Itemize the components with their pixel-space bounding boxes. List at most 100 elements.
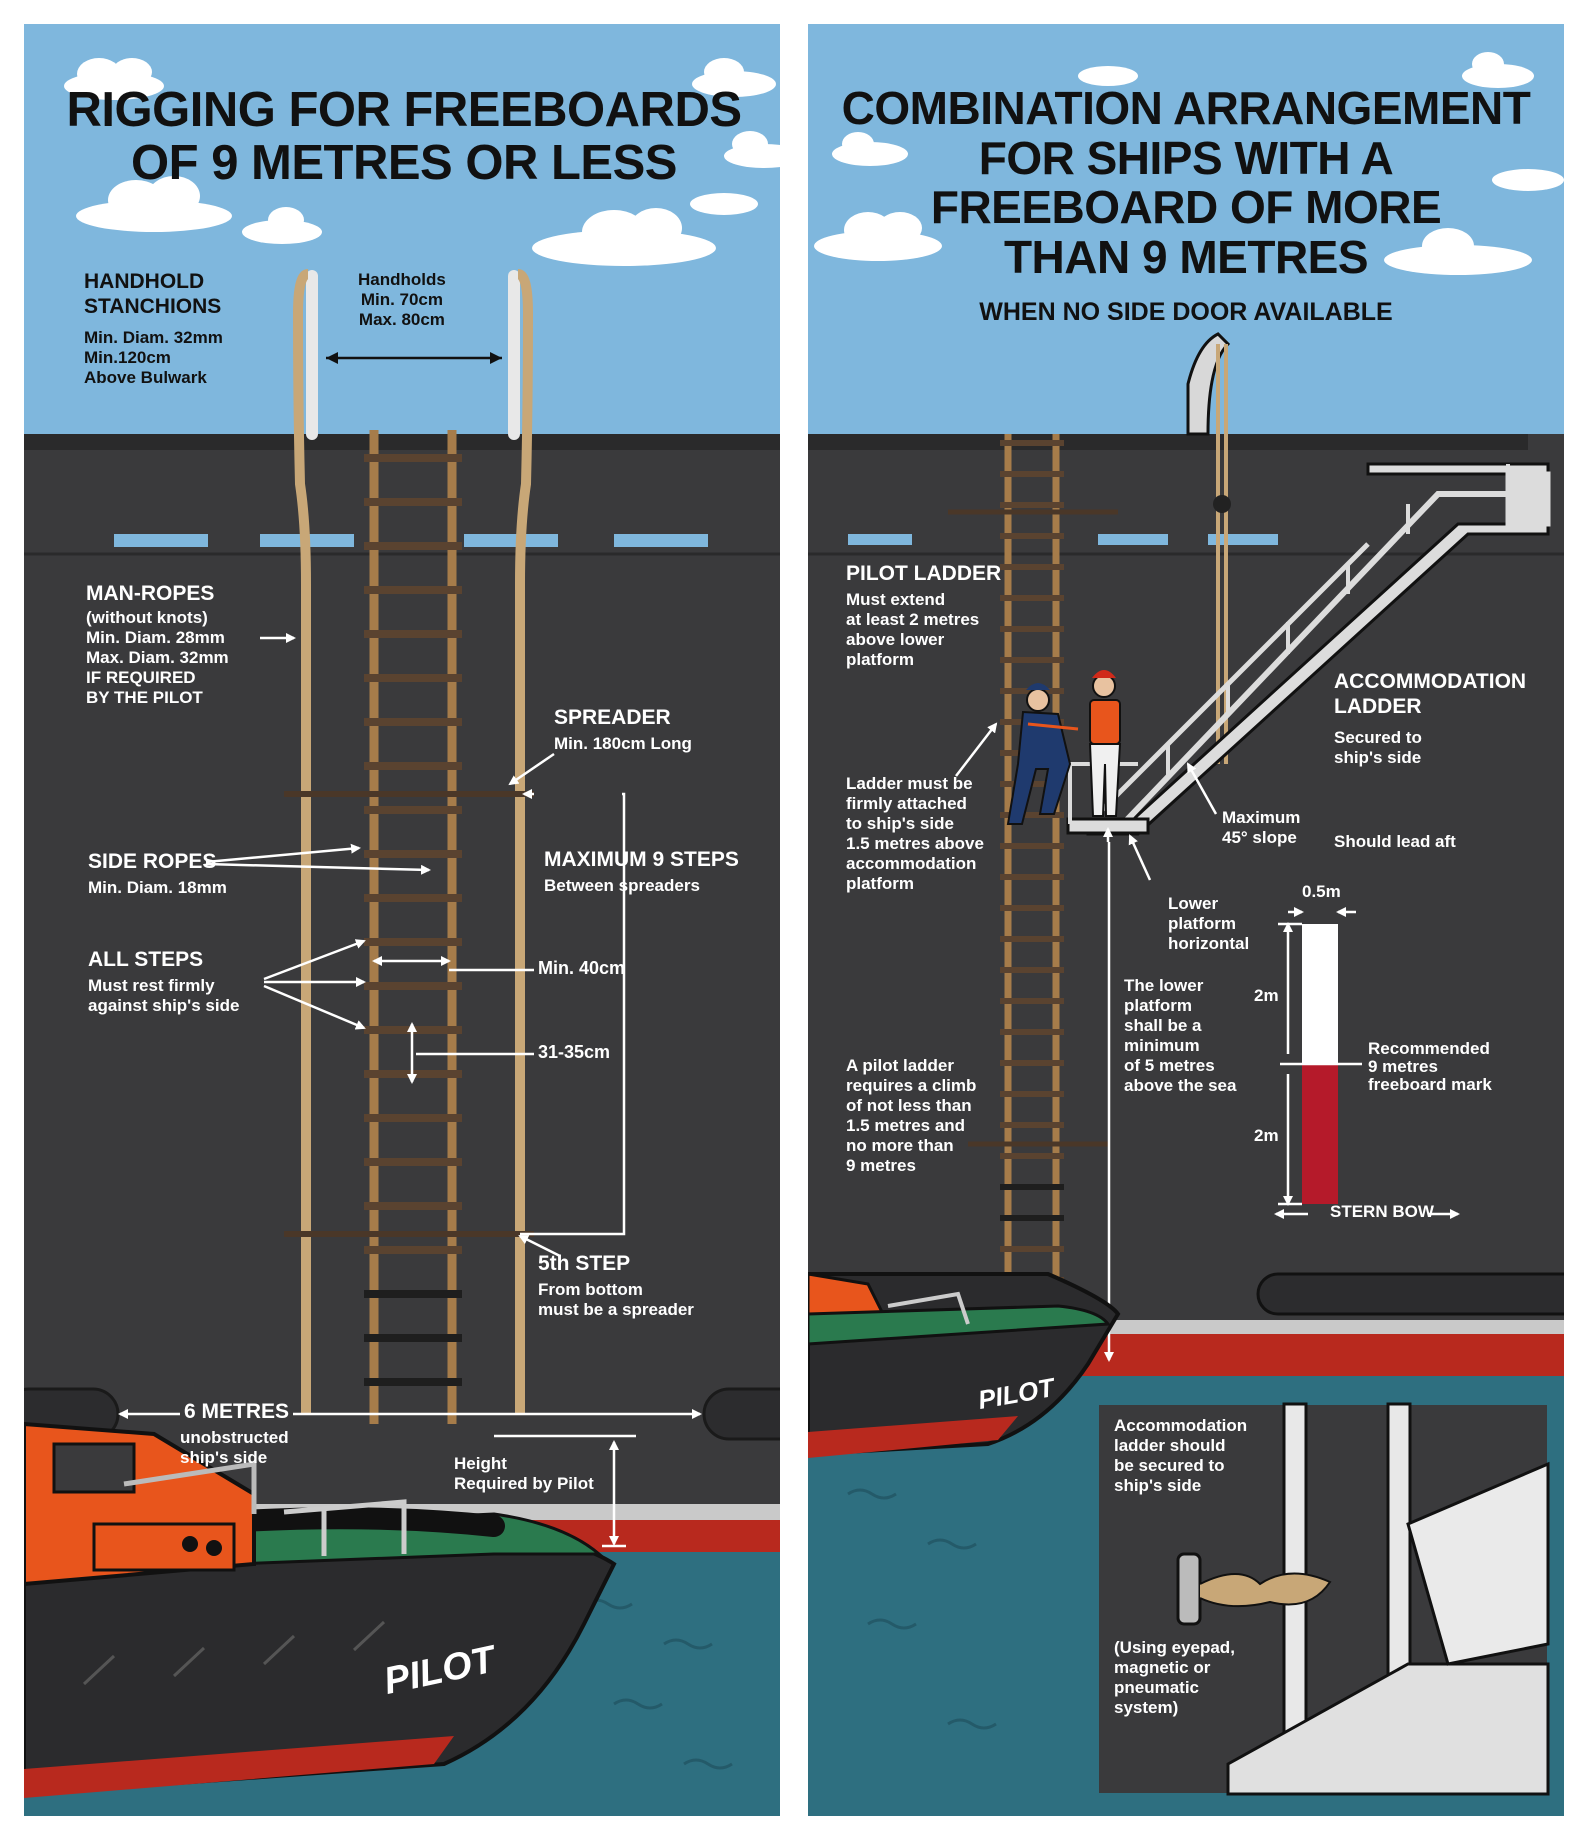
ladder-step — [364, 1290, 462, 1298]
ladder-step — [364, 454, 462, 462]
right-panel-combination-arrangement: PILOT COMBINATION ARRANGEMENT FOR SHIPS … — [808, 24, 1564, 1816]
pilot-ladder-step — [1000, 998, 1064, 1004]
ladder-step — [364, 1202, 462, 1210]
pilot-ladder-step — [1000, 626, 1064, 632]
ladder-step — [364, 498, 462, 506]
pilot-ladder-step — [1000, 502, 1064, 508]
pilot-ladder-heading: PILOT LADDER — [846, 562, 1002, 585]
ladder-step — [364, 1334, 462, 1342]
ladder-step — [364, 762, 462, 770]
clouds — [814, 52, 1564, 275]
fender — [1256, 1272, 1564, 1316]
handhold-stanchions-heading: HANDHOLD STANCHIONS — [84, 270, 222, 318]
fifth-step-detail: From bottom must be a spreader — [538, 1280, 694, 1320]
pilot-ladder-step — [1000, 657, 1064, 663]
pilot-ladder-step — [1000, 471, 1064, 477]
pilot-ladder-step — [1000, 936, 1064, 942]
man-ropes — [292, 269, 534, 1414]
right-subtitle: WHEN NO SIDE DOOR AVAILABLE — [979, 298, 1393, 326]
climb-requirement-note: A pilot ladder requires a climb of not l… — [846, 1056, 977, 1176]
inset-eyepad-detail — [1097, 1402, 1550, 1796]
pilot-ladder-step — [1000, 1184, 1064, 1190]
ladder-step — [364, 674, 462, 682]
freeboard-mark — [1302, 924, 1338, 1204]
ladder-side-ropes — [369, 430, 457, 1424]
pilot-ladder-step — [1000, 1091, 1064, 1097]
accommodation-ladder-heading: ACCOMMODATION LADDER — [1334, 670, 1527, 718]
inset-text: Accommodation ladder should be secured t… — [1114, 1416, 1248, 1496]
clouds — [64, 58, 780, 266]
pilot-ladder-steps — [1000, 440, 1064, 1283]
left-panel-freeboard-9m-or-less: PILOT RIGGING FOR FREEBOARDS OF 9 METRES… — [24, 24, 780, 1816]
all-steps-detail: Must rest firmly against ship's side — [88, 976, 240, 1016]
maximum-steps-heading: MAXIMUM 9 STEPS — [544, 848, 739, 871]
lower-platform-height-note: The lower platform shall be a minimum of… — [1124, 976, 1237, 1096]
ladder-step — [364, 1246, 462, 1254]
height-required-label: Height Required by Pilot — [454, 1454, 594, 1494]
ladder-step — [364, 1114, 462, 1122]
pilot-ladder-step — [1000, 1246, 1064, 1252]
pilot-ladder-step — [1000, 874, 1064, 880]
ladder-step — [364, 586, 462, 594]
pilot-ladder-step — [1000, 1215, 1064, 1221]
maximum-slope-label: Maximum 45° slope — [1222, 808, 1301, 848]
spreaders — [284, 791, 534, 1237]
pilot-ladder-detail: Must extend at least 2 metres above lowe… — [846, 590, 980, 670]
pilot-ladder-step — [1000, 533, 1064, 539]
ladder-step — [364, 850, 462, 858]
pilot-ladder-step — [1000, 595, 1064, 601]
pilot-ladder-step — [1000, 905, 1064, 911]
handhold-stanchions — [306, 270, 520, 440]
six-metres-heading: 6 METRES — [180, 1400, 294, 1425]
pilot-boat — [24, 1421, 617, 1798]
man-ropes-heading: MAN-ROPES — [86, 582, 215, 605]
step-spacing-label: 31-35cm — [538, 1042, 611, 1062]
pilot-ladder-step — [1000, 1060, 1064, 1066]
pilot-ladder-step — [1000, 440, 1064, 446]
right-panel-illustration: PILOT — [808, 24, 1564, 1816]
handhold-stanchions-detail: Min. Diam. 32mm Min.120cm Above Bulwark — [84, 328, 223, 388]
handholds-dimension: Handholds Min. 70cm Max. 80cm — [358, 270, 446, 330]
spreader-detail: Min. 180cm Long — [554, 734, 692, 753]
all-steps-heading: ALL STEPS — [88, 948, 204, 971]
lower-platform-label: Lower platform horizontal — [1168, 894, 1250, 954]
ladder-step — [364, 982, 462, 990]
min-40cm-label: Min. 40cm — [538, 958, 626, 978]
spreader-heading: SPREADER — [554, 706, 671, 729]
man-ropes-detail: (without knots) Min. Diam. 28mm Max. Dia… — [86, 608, 229, 708]
pilot-ladder-step — [1000, 1122, 1064, 1128]
ladder-step — [364, 806, 462, 814]
firmly-attached-note: Ladder must be firmly attached to ship's… — [846, 774, 984, 894]
stern-bow-label: STERN BOW — [1330, 1202, 1434, 1221]
ladder-step — [364, 718, 462, 726]
ladder-step — [364, 894, 462, 902]
pilot-climber — [1006, 683, 1079, 825]
side-ropes-detail: Min. Diam. 18mm — [88, 878, 227, 897]
pilot-ladder-step — [1000, 843, 1064, 849]
left-title: RIGGING FOR FREEBOARDS OF 9 METRES OR LE… — [66, 83, 742, 190]
hull-windows — [848, 534, 1278, 545]
ladder-step — [364, 1158, 462, 1166]
pilot-ladder-step — [1000, 1153, 1064, 1159]
pilot-boat — [808, 1272, 1121, 1458]
inset-note: (Using eyepad, magnetic or pneumatic sys… — [1114, 1638, 1235, 1718]
pilot-ladder-step — [1000, 564, 1064, 570]
side-ropes-heading: SIDE ROPES — [88, 850, 217, 873]
two-metre-upper-label: 2m — [1254, 986, 1279, 1005]
ladder-step — [364, 1378, 462, 1386]
maximum-steps-detail: Between spreaders — [544, 876, 700, 895]
recommended-mark-label: Recommended 9 metres freeboard mark — [1368, 1039, 1492, 1094]
fender-right — [702, 1387, 780, 1441]
pilot-ladder-step — [1000, 967, 1064, 973]
ship-hull — [808, 434, 1564, 1334]
ladder-step — [364, 630, 462, 638]
pilot-ladder-step — [1000, 812, 1064, 818]
right-title: COMBINATION ARRANGEMENT FOR SHIPS WITH A… — [841, 82, 1531, 284]
pilot-ladder-step — [1000, 1029, 1064, 1035]
crew-member — [1088, 670, 1122, 817]
ladder-step — [364, 938, 462, 946]
sky — [808, 24, 1564, 434]
lead-aft-label: Should lead aft — [1334, 832, 1456, 851]
ladder-step — [364, 542, 462, 550]
accommodation-ladder-detail: Secured to ship's side — [1334, 728, 1422, 768]
